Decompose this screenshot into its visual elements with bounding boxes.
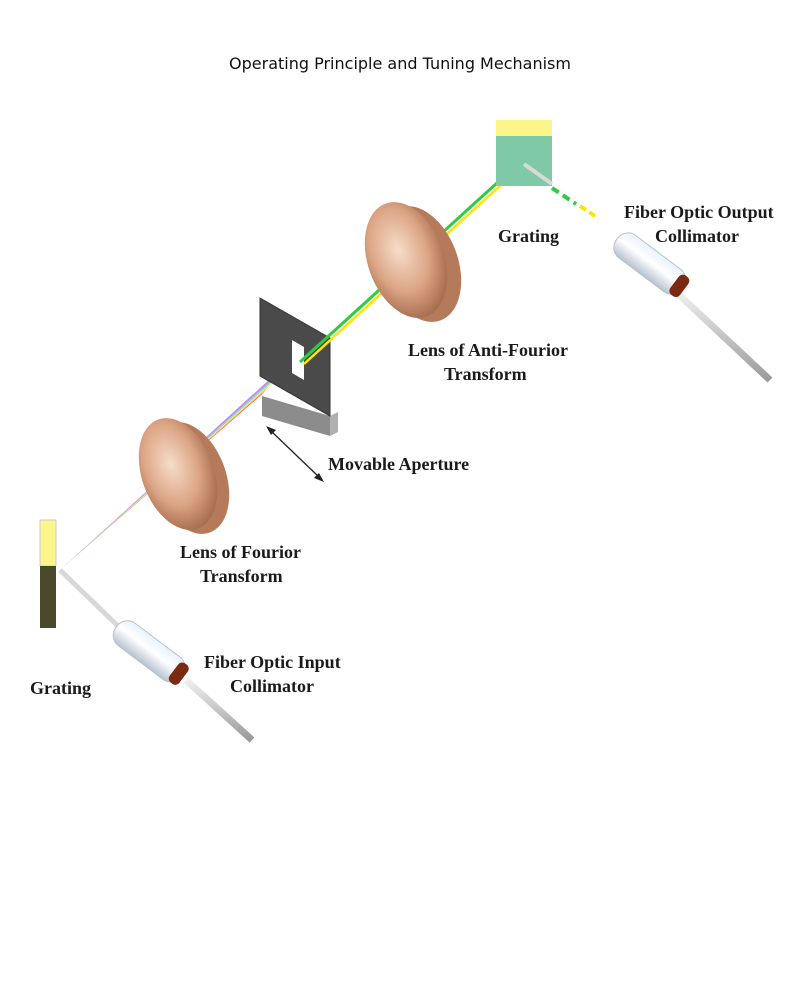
input-grating-label: Grating [30,678,91,698]
output-beam [522,162,600,220]
output-grating-label: Grating [498,226,559,246]
input-grating [39,519,57,628]
input-grating-body [40,566,56,628]
spectrum-ray [60,366,288,570]
page-title: Operating Principle and Tuning Mechanism [229,54,571,73]
input-grating-top [39,519,57,567]
input-collimator-label-line2: Collimator [230,676,314,696]
input-beam [58,568,122,630]
input-collimator-label-line1: Fiber Optic Input [204,652,341,672]
aperture-slit [292,340,304,380]
anti-fourier-label-line1: Lens of Anti-Fourior [408,340,568,360]
anti-fourier-lens [364,202,462,322]
output-collimator [613,232,773,383]
movable-aperture [259,297,338,436]
aperture-motion-arrow [266,426,324,482]
anti-fourier-label-line2: Transform [444,364,527,384]
output-collimator-label-line2: Collimator [655,226,739,246]
spectrum-ray [60,377,278,570]
fourier-lens [138,418,230,534]
fourier-label-line1: Lens of Fourior [180,542,301,562]
fourier-label-line2: Transform [200,566,283,586]
movable-aperture-label: Movable Aperture [328,454,469,474]
input-collimator [112,620,255,743]
output-collimator-label-line1: Fiber Optic Output [624,202,774,222]
output-grating-top [496,120,552,136]
